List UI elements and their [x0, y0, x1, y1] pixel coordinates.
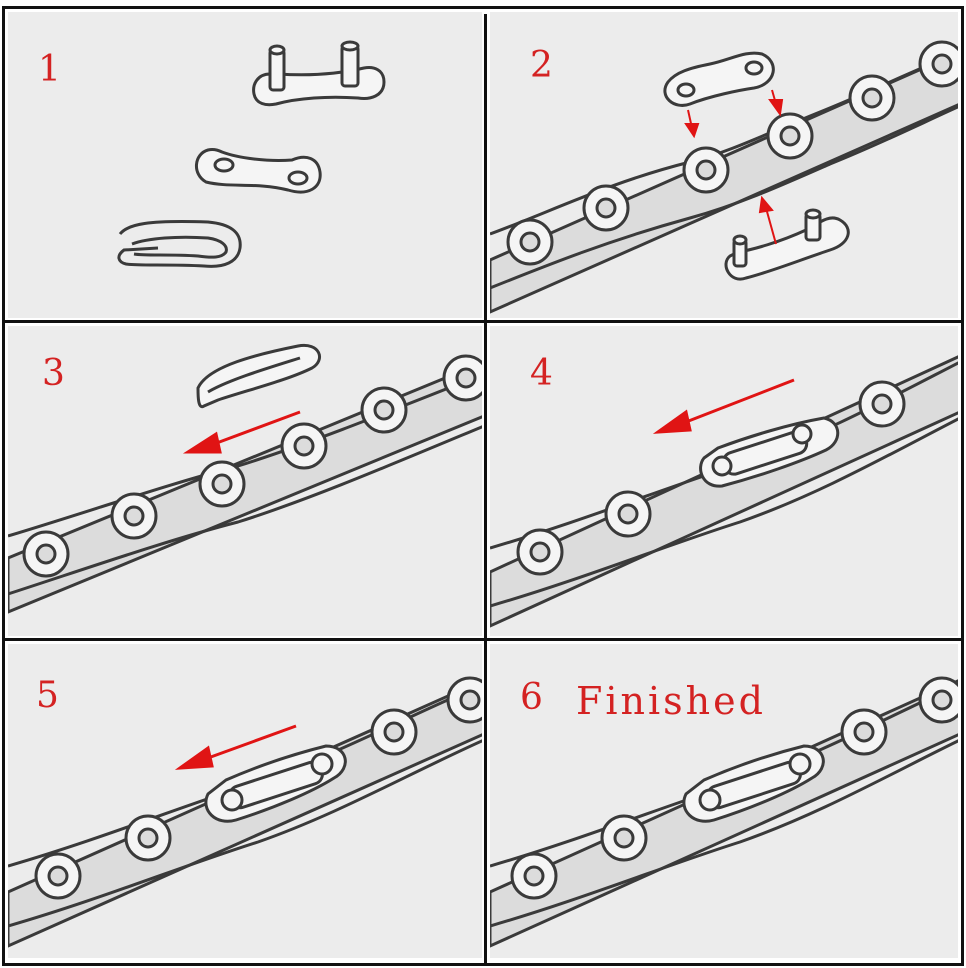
step-6-panel: 6 Finished [490, 644, 958, 958]
step-1-illustration [117, 40, 386, 268]
grid-divider-horizontal-2 [4, 638, 962, 641]
chain-link-icon [8, 354, 482, 614]
step-6-illustration [490, 676, 958, 948]
step-4-panel: 4 [490, 326, 958, 636]
step-4-illustration [490, 355, 958, 628]
connector-side-plate-icon [699, 416, 840, 488]
arrow-icon [684, 89, 784, 245]
step-number: 2 [530, 45, 553, 86]
step-2-illustration [490, 40, 958, 314]
connector-pin-plate-icon [724, 208, 850, 281]
chain-link-icon [490, 355, 958, 628]
connector-side-plate-icon [663, 51, 775, 107]
arrow-icon [174, 724, 297, 770]
chain-link-icon [490, 40, 958, 314]
connector-side-plate-icon [195, 147, 322, 194]
step-number: 4 [530, 353, 553, 394]
step-3-illustration [8, 343, 482, 614]
step-2-panel: 2 [490, 12, 958, 318]
arrow-icon [182, 410, 301, 454]
retaining-clip-icon [196, 343, 322, 409]
finished-label: Finished [576, 679, 766, 723]
step-number: 3 [42, 353, 65, 394]
grid-divider-vertical [484, 14, 487, 964]
outer-frame [2, 6, 964, 966]
step-5-panel: 5 [8, 644, 482, 958]
step-number: 1 [38, 49, 61, 90]
arrow-icon [652, 378, 795, 434]
connector-side-plate-icon [204, 744, 347, 823]
step-5-illustration [8, 676, 482, 948]
step-number: 6 [520, 677, 543, 718]
retaining-clip-icon [117, 220, 242, 268]
grid-divider-horizontal-1 [4, 320, 962, 323]
step-1-panel: 1 [8, 12, 482, 318]
connector-side-plate-icon [682, 744, 825, 823]
step-number: 5 [36, 675, 59, 716]
connector-pin-plate-icon [252, 40, 386, 107]
step-3-panel: 3 [8, 326, 482, 636]
